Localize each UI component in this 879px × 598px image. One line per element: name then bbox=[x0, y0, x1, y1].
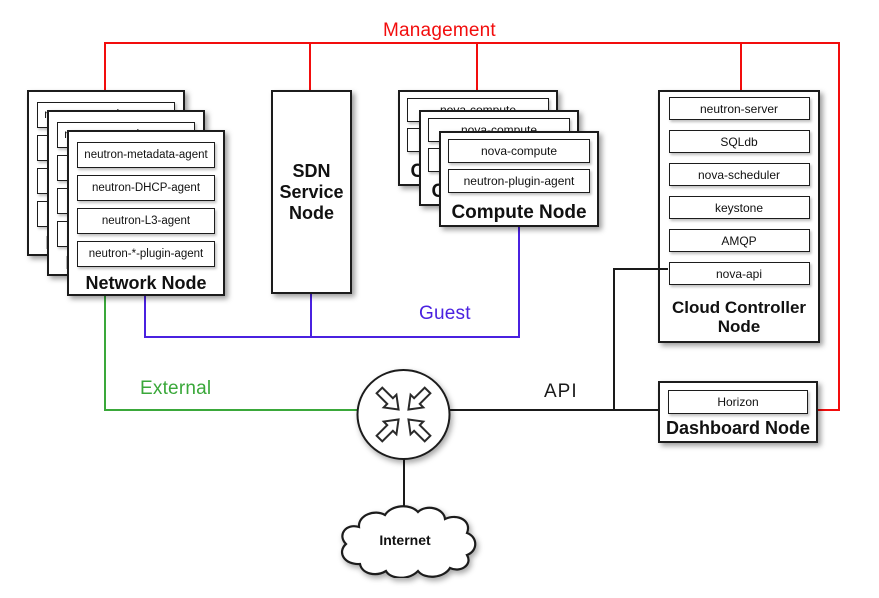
sdn-title-line: SDN bbox=[292, 160, 331, 181]
network-node-card-front: neutron-metadata-agent neutron-DHCP-agen… bbox=[67, 130, 225, 296]
compute-node-card-front: nova-compute neutron-plugin-agent Comput… bbox=[439, 131, 599, 227]
service-box-neutron-metadata-agent: neutron-metadata-agent bbox=[77, 142, 215, 168]
api-link-nova-api-line bbox=[613, 268, 668, 270]
sdn-title-line: Service bbox=[279, 181, 344, 202]
management-drop-compute-node bbox=[476, 42, 478, 90]
guest-drop-sdn-node bbox=[310, 293, 312, 336]
network-node-title: Network Node bbox=[85, 273, 207, 293]
management-drop-network-node bbox=[104, 42, 106, 90]
management-right-vertical-line bbox=[838, 42, 840, 411]
internet-label: Internet bbox=[379, 532, 431, 548]
sdn-service-node: SDN Service Node bbox=[271, 90, 352, 294]
service-box-amqp: AMQP bbox=[668, 229, 810, 252]
dashboard-node-title: Dashboard Node bbox=[665, 418, 811, 438]
service-box-horizon: Horizon bbox=[668, 390, 808, 414]
service-box-neutron-plugin-agent: neutron-*-plugin-agent bbox=[77, 241, 215, 267]
service-box-nova-scheduler: nova-scheduler bbox=[668, 163, 810, 186]
router-internet-line bbox=[403, 456, 405, 508]
cloud-controller-title-line: Node bbox=[717, 317, 761, 336]
service-box-nova-compute: nova-compute bbox=[448, 139, 590, 163]
compute-node-title: Compute Node bbox=[451, 202, 587, 223]
api-network-label: API bbox=[544, 381, 578, 402]
internet-cloud-icon: Internet bbox=[332, 502, 478, 579]
external-network-label: External bbox=[140, 378, 212, 399]
guest-network-label: Guest bbox=[419, 303, 471, 324]
management-drop-controller-node bbox=[740, 42, 742, 90]
cloud-controller-node: neutron-server SQLdb nova-scheduler keys… bbox=[658, 90, 820, 343]
service-box-nova-api: nova-api bbox=[668, 262, 810, 285]
router-icon bbox=[355, 368, 452, 466]
guest-drop-compute-node bbox=[518, 226, 520, 336]
guest-bus-line bbox=[144, 336, 520, 338]
service-box-neutron-plugin-agent: neutron-plugin-agent bbox=[448, 169, 590, 193]
cloud-controller-title-line: Cloud Controller bbox=[671, 298, 807, 317]
guest-drop-network-node bbox=[144, 295, 146, 336]
management-network-label: Management bbox=[383, 20, 496, 41]
management-drop-sdn-node bbox=[309, 42, 311, 90]
service-box-neutron-server: neutron-server bbox=[668, 97, 810, 120]
api-vertical-line bbox=[613, 268, 615, 411]
external-horizontal-line bbox=[104, 409, 358, 411]
api-horizontal-line bbox=[450, 409, 660, 411]
service-box-keystone: keystone bbox=[668, 196, 810, 219]
external-vertical-line bbox=[104, 295, 106, 411]
management-bus-line bbox=[104, 42, 840, 44]
service-box-sqldb: SQLdb bbox=[668, 130, 810, 153]
management-dashboard-link-line bbox=[817, 409, 840, 411]
service-box-neutron-l3-agent: neutron-L3-agent bbox=[77, 208, 215, 234]
sdn-title-line: Node bbox=[289, 202, 334, 223]
dashboard-node: Horizon Dashboard Node bbox=[658, 381, 818, 443]
service-box-neutron-dhcp-agent: neutron-DHCP-agent bbox=[77, 175, 215, 201]
